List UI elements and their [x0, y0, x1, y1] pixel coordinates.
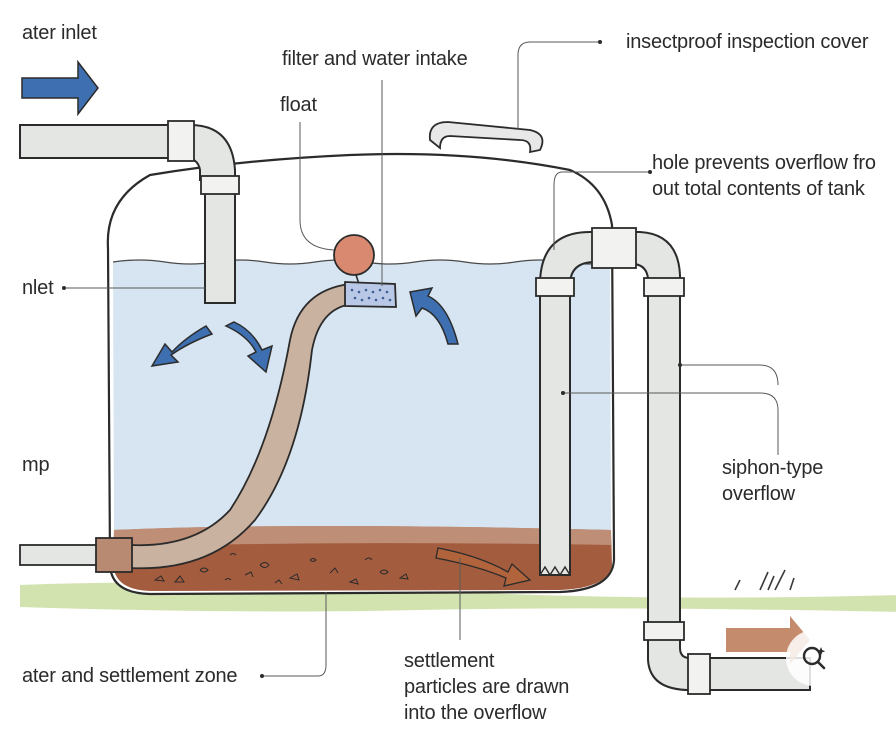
siphon-outer-sleeve — [643, 277, 685, 297]
inlet-pipe-sleeve — [200, 175, 240, 195]
float-ball — [333, 234, 375, 276]
label-inspection-cover: insectproof inspection cover — [626, 31, 869, 53]
label-float: float — [280, 94, 317, 116]
flow-arrow-icon — [409, 286, 459, 345]
flow-arrow-icon — [435, 547, 532, 587]
flow-arrow-icon — [224, 321, 274, 374]
filter-mesh — [350, 288, 392, 302]
label-particles-line3: into the overflow — [404, 702, 547, 724]
label-water-inlet: ater inlet — [22, 22, 97, 44]
visual-search-icon — [802, 646, 826, 670]
label-particles-line2: particles are drawn — [404, 676, 570, 698]
label-siphon-line2: overflow — [722, 483, 795, 505]
grass-tuft — [734, 569, 795, 591]
label-hole-prevents-line2: out total contents of tank — [652, 178, 865, 200]
label-filter-intake: filter and water intake — [282, 48, 468, 70]
inspection-cover — [428, 121, 544, 154]
label-inlet: nlet — [22, 277, 54, 299]
siphon-pipe-outer — [647, 289, 681, 631]
label-settlement-zone: ater and settlement zone — [22, 665, 238, 687]
siphon-outlet-coupling — [687, 653, 711, 695]
visual-search-button[interactable] — [786, 630, 842, 686]
sediment-particles — [153, 553, 409, 585]
siphon-top-coupling — [591, 227, 637, 269]
inlet-pipe-horizontal — [19, 124, 236, 181]
inlet-pipe-coupling — [167, 120, 195, 162]
intake-filter — [344, 281, 397, 308]
siphon-pipe-sleeve — [535, 277, 575, 297]
siphon-intake-teeth — [539, 565, 571, 577]
label-hole-prevents-line1: hole prevents overflow fro — [652, 152, 876, 174]
flow-arrow-icon — [150, 325, 214, 367]
label-pump: mp — [22, 454, 50, 476]
inlet-pipe-vertical — [204, 184, 236, 304]
leader-dots — [62, 40, 682, 678]
pump-pipe-coupling — [95, 537, 133, 573]
flow-arrow-icon — [21, 59, 99, 117]
pump-pipe — [19, 544, 106, 566]
label-particles-line1: settlement — [404, 650, 495, 672]
siphon-bottom-coupling — [643, 621, 685, 641]
leader-lines — [62, 41, 779, 677]
label-siphon-line1: siphon-type — [722, 457, 824, 479]
